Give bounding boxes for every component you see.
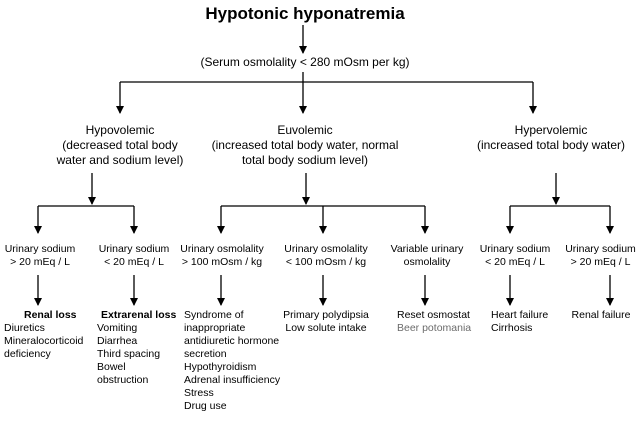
outcome-extrarenal-loss-heading: Extrarenal loss: [101, 309, 177, 321]
outcome-hyper-high-item: Renal failure: [571, 309, 631, 321]
test-eu-var: Variable urinary osmolality: [382, 243, 472, 269]
test-hypo-high: Urinary sodium > 20 mEq / L: [0, 243, 80, 269]
test-hypo-low: Urinary sodium < 20 mEq / L: [86, 243, 182, 269]
outcome-eu-high-item: Stress: [184, 387, 214, 399]
outcome-eu-low-item: Primary polydipsia: [283, 309, 369, 321]
test-eu-var-line-1: Variable urinary: [390, 243, 464, 255]
outcome-eu-high-item: Hypothyroidism: [184, 361, 257, 373]
test-eu-low-line-2: < 100 mOsm / kg: [285, 256, 367, 268]
outcome-renal-loss-item: Diuretics: [4, 322, 45, 334]
outcome-hyper-low: Heart failure Cirrhosis: [491, 309, 561, 335]
outcome-renal-loss-item: Mineralocorticoid: [4, 335, 84, 347]
category-hypovolemic-line-3: water and sodium level): [56, 153, 184, 167]
diagram-title: Hypotonic hyponatremia: [205, 4, 405, 23]
test-hyper-high-line-1: Urinary sodium: [565, 243, 636, 255]
outcome-eu-high-item: antidiuretic hormone: [184, 335, 280, 347]
outcome-hyper-high: Renal failure: [568, 309, 634, 322]
category-euvolemic-line-2: (increased total body water, normal: [211, 138, 399, 152]
diagram-subtitle: (Serum osmolality < 280 mOsm per kg): [200, 55, 410, 69]
outcome-eu-var: Reset osmostat Beer potomania: [397, 309, 477, 335]
outcome-extrarenal-loss-item: Bowel: [97, 361, 126, 373]
test-eu-low: Urinary osmolality < 100 mOsm / kg: [276, 243, 376, 269]
outcome-extrarenal-loss-item: obstruction: [97, 374, 149, 386]
outcome-renal-loss-item: deficiency: [4, 348, 51, 360]
category-euvolemic-line-3: total body sodium level): [241, 153, 369, 167]
category-euvolemic-line-1: Euvolemic: [277, 123, 333, 137]
outcome-eu-var-item: Beer potomania: [397, 322, 472, 334]
test-hypo-high-line-1: Urinary sodium: [4, 243, 76, 255]
outcome-hyper-low-item: Cirrhosis: [491, 322, 533, 334]
category-hypervolemic: Hypervolemic (increased total body water…: [463, 123, 639, 153]
test-hypo-low-line-2: < 20 mEq / L: [104, 256, 164, 268]
category-euvolemic: Euvolemic (increased total body water, n…: [205, 123, 405, 168]
test-hyper-low: Urinary sodium < 20 mEq / L: [476, 243, 554, 269]
outcome-extrarenal-loss-item: Diarrhea: [97, 335, 138, 347]
category-hypovolemic-line-1: Hypovolemic: [85, 123, 155, 137]
category-hypervolemic-line-1: Hypervolemic: [514, 123, 588, 137]
outcome-renal-loss: Renal loss Diuretics Mineralocorticoid d…: [4, 309, 86, 361]
outcome-eu-low-item: Low solute intake: [285, 322, 367, 334]
category-hypervolemic-line-2: (increased total body water): [476, 138, 626, 152]
test-eu-high: Urinary osmolality > 100 mOsm / kg: [172, 243, 272, 269]
outcome-eu-high-item: Syndrome of: [184, 309, 244, 321]
outcome-eu-high-item: Adrenal insufficiency: [184, 374, 281, 386]
category-hypovolemic-line-2: (decreased total body: [62, 138, 178, 152]
outcome-extrarenal-loss-item: Vomiting: [97, 322, 138, 334]
test-hypo-low-line-1: Urinary sodium: [98, 243, 170, 255]
test-eu-high-line-1: Urinary osmolality: [180, 243, 264, 255]
outcome-extrarenal-loss-item: Third spacing: [97, 348, 161, 360]
outcome-eu-var-item: Reset osmostat: [397, 309, 470, 321]
test-hyper-high: Urinary sodium > 20 mEq / L: [562, 243, 639, 269]
outcome-eu-high: Syndrome of inappropriate antidiuretic h…: [184, 309, 302, 413]
outcome-eu-high-item: inappropriate: [184, 322, 246, 334]
test-eu-high-line-2: > 100 mOsm / kg: [181, 256, 263, 268]
test-hyper-low-line-2: < 20 mEq / L: [485, 256, 545, 268]
test-hypo-high-line-2: > 20 mEq / L: [10, 256, 70, 268]
test-eu-low-line-1: Urinary osmolality: [284, 243, 368, 255]
test-hyper-high-line-2: > 20 mEq / L: [570, 256, 631, 268]
outcome-eu-high-item: Drug use: [184, 400, 227, 412]
test-eu-var-line-2: osmolality: [403, 256, 451, 268]
category-hypovolemic: Hypovolemic (decreased total body water …: [30, 123, 210, 168]
outcome-renal-loss-heading: Renal loss: [24, 309, 77, 321]
outcome-eu-low: Primary polydipsia Low solute intake: [278, 309, 374, 335]
outcome-eu-high-item: secretion: [184, 348, 227, 360]
outcome-extrarenal-loss: Extrarenal loss Vomiting Diarrhea Third …: [97, 309, 181, 387]
test-hyper-low-line-1: Urinary sodium: [479, 243, 551, 255]
outcome-hyper-low-item: Heart failure: [491, 309, 549, 321]
